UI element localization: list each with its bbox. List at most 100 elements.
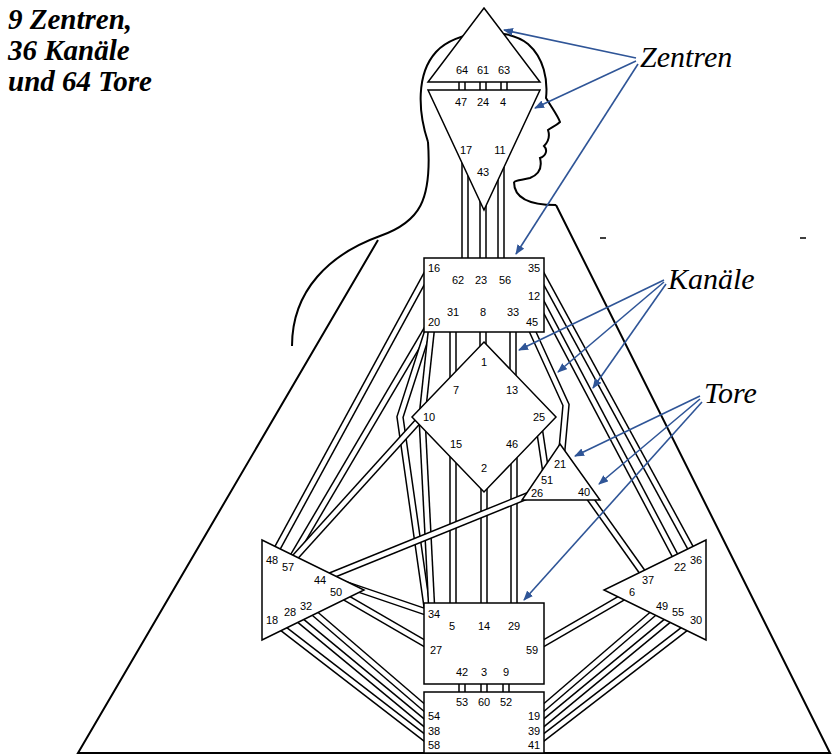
gate-number: 30 <box>690 614 702 626</box>
gate-number: 53 <box>456 696 468 708</box>
gate-number: 63 <box>498 64 510 76</box>
channel <box>272 268 430 558</box>
channel-core <box>534 612 678 731</box>
channel-core <box>272 620 434 745</box>
gate-number: 21 <box>554 458 566 470</box>
center-outline <box>260 538 366 642</box>
center-shape-outline <box>262 540 364 640</box>
channel-outline <box>538 268 696 558</box>
gate-number: 29 <box>508 620 520 632</box>
channel-outline <box>272 620 434 745</box>
gate-number: 32 <box>300 600 312 612</box>
channel-core <box>463 160 468 270</box>
gate-number: 12 <box>528 290 540 302</box>
gate-number: 51 <box>541 474 553 486</box>
g-center: 1713102515462 <box>410 340 558 494</box>
channel-core <box>320 494 532 580</box>
gate-number: 54 <box>428 710 440 722</box>
channel-core <box>534 620 696 745</box>
channel-outline <box>320 494 532 580</box>
channel-core <box>272 268 430 558</box>
channel <box>288 324 430 565</box>
gate-number: 35 <box>528 262 540 274</box>
gate-number: 24 <box>477 96 489 108</box>
channel-outline <box>534 612 678 731</box>
gate-number: 20 <box>428 316 440 328</box>
gate-number: 39 <box>528 725 540 737</box>
channel <box>272 620 434 745</box>
gate-number: 44 <box>314 574 326 586</box>
gate-number: 15 <box>450 438 462 450</box>
gate-number: 16 <box>428 262 440 274</box>
gate-number: 45 <box>526 316 538 328</box>
gate-number: 33 <box>507 306 519 318</box>
channel <box>534 612 678 731</box>
gate-number: 60 <box>478 696 490 708</box>
head-center: 64 61 63 <box>426 6 542 84</box>
channel-core <box>584 490 648 580</box>
gate-number: 50 <box>330 586 342 598</box>
callout-label: Zentren <box>640 40 732 74</box>
gate-number: 58 <box>428 739 440 751</box>
gate-number: 3 <box>481 666 487 678</box>
gate-number: 40 <box>578 486 590 498</box>
heart-center: 215126 40 <box>520 442 602 502</box>
gate-number: 56 <box>499 274 511 286</box>
gate-number: 4 <box>500 96 506 108</box>
channel-outline <box>290 612 434 731</box>
leader-line <box>599 399 700 484</box>
center-shape-outline <box>424 692 544 753</box>
channel-outline <box>534 620 696 745</box>
solar-plexus-center: 3622376495530 <box>602 538 708 642</box>
channel-outline <box>584 490 648 580</box>
center-shape-outline <box>604 540 706 640</box>
gate-number: 7 <box>453 384 459 396</box>
leader-line <box>593 284 666 388</box>
gate-number: 2 <box>481 462 487 474</box>
spleen-center: 48574450322818 <box>260 538 366 642</box>
center-shape-outline <box>522 444 600 500</box>
center-shape-outline <box>424 258 544 332</box>
tick-mark <box>600 237 806 239</box>
gate-number: 64 <box>456 64 468 76</box>
gate-number: 14 <box>478 620 490 632</box>
gate-number: 36 <box>690 554 702 566</box>
channel-outline <box>510 440 518 620</box>
gate-number: 23 <box>475 274 487 286</box>
gate-number: 34 <box>428 608 440 620</box>
gate-number: 37 <box>642 574 654 586</box>
gate-number: 46 <box>506 438 518 450</box>
gate-number: 61 <box>477 64 489 76</box>
gate-number: 1 <box>481 356 487 368</box>
gate-number: 13 <box>506 384 518 396</box>
gate-number: 8 <box>480 306 486 318</box>
gate-number: 26 <box>531 487 543 499</box>
gate-number: 62 <box>452 274 464 286</box>
gate-number: 38 <box>428 725 440 737</box>
channel-core <box>512 440 517 620</box>
throat-center: 16 35 62 23 56 12 31 8 33 20 45 <box>422 256 546 334</box>
gate-number: 28 <box>284 606 296 618</box>
channel <box>290 612 434 731</box>
ajna-center: 47244171143 <box>426 88 542 212</box>
gate-number: 49 <box>656 600 668 612</box>
channel <box>514 440 515 620</box>
body-triangle <box>78 205 830 753</box>
channel-core <box>288 324 430 565</box>
channel-core <box>538 268 696 558</box>
gate-number: 17 <box>460 144 472 156</box>
channel <box>465 160 466 270</box>
leader-line <box>535 61 636 108</box>
gate-number: 57 <box>282 561 294 573</box>
gate-number: 5 <box>449 620 455 632</box>
gate-number: 31 <box>447 306 459 318</box>
leader-line <box>558 282 664 372</box>
gate-number: 43 <box>477 166 489 178</box>
center-shape-outline <box>424 603 544 684</box>
gate-number: 48 <box>266 554 278 566</box>
gate-number: 41 <box>528 739 540 751</box>
center-shape-outline <box>428 8 540 82</box>
sacral-center: 345142927594239 <box>422 601 546 686</box>
gate-number: 11 <box>494 144 505 156</box>
gate-number: 19 <box>528 710 540 722</box>
